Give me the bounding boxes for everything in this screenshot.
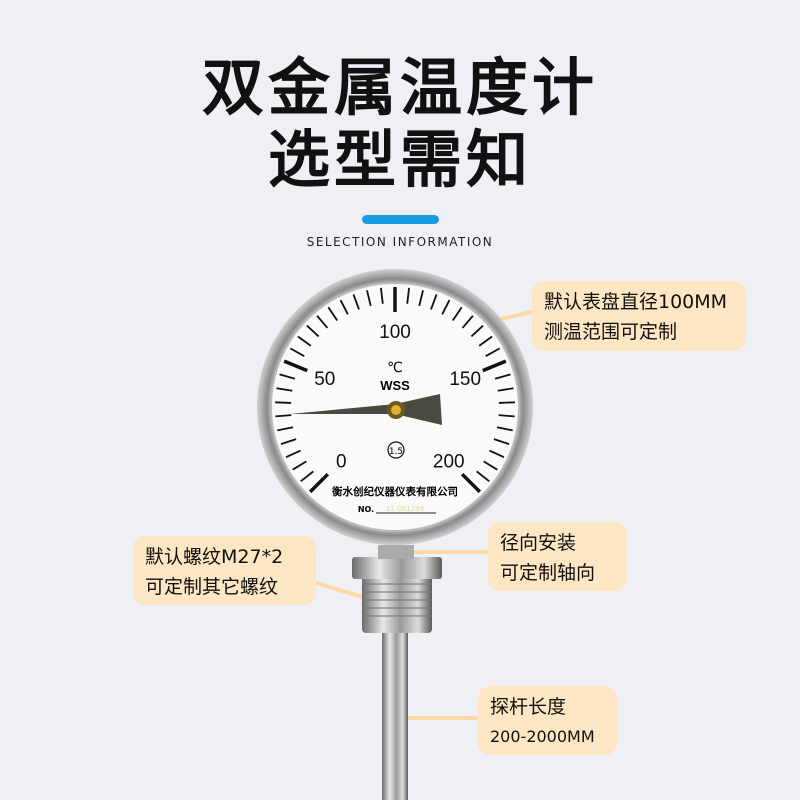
minor-tick xyxy=(478,335,493,347)
major-tick xyxy=(482,359,507,373)
scale-label: 150 xyxy=(449,369,481,390)
major-tick xyxy=(283,359,308,373)
minor-tick xyxy=(497,387,514,392)
callout-dial-size: 默认表盘直径100MM 测温范围可定制 xyxy=(532,281,746,351)
minor-tick xyxy=(494,373,511,380)
serial-label: NO. xyxy=(358,505,374,514)
minor-tick xyxy=(285,449,301,459)
minor-tick xyxy=(452,306,463,322)
minor-tick xyxy=(297,335,312,347)
probe-stem xyxy=(382,630,408,800)
minor-tick xyxy=(483,460,498,471)
model-label: WSS xyxy=(380,378,410,393)
minor-tick xyxy=(498,401,515,404)
thread xyxy=(362,575,432,633)
unit-label: ℃ xyxy=(387,360,403,376)
hex-nut xyxy=(352,557,442,579)
major-tick xyxy=(460,472,482,494)
minor-tick xyxy=(406,287,410,304)
minor-tick xyxy=(352,294,360,310)
callout-text: 默认表盘直径100MM xyxy=(544,291,728,313)
minor-tick xyxy=(493,438,510,445)
scale-label: 100 xyxy=(379,322,411,343)
minor-tick xyxy=(418,290,424,307)
scale-label: 50 xyxy=(314,369,335,390)
minor-tick xyxy=(430,294,438,310)
accuracy-label: 1.5 xyxy=(389,447,403,457)
minor-tick xyxy=(485,347,501,357)
minor-tick xyxy=(300,470,314,482)
minor-tick xyxy=(276,387,293,392)
minor-tick xyxy=(316,315,329,329)
minor-tick xyxy=(470,324,484,338)
callout-text: 默认螺纹M27*2 xyxy=(145,546,284,568)
minor-tick xyxy=(289,347,305,357)
minor-tick xyxy=(476,470,490,482)
callout-text: 探杆长度 xyxy=(490,696,567,718)
accent-bar xyxy=(362,215,439,224)
callout-text: 可定制其它螺纹 xyxy=(145,576,279,598)
dial-ticks xyxy=(275,287,515,494)
minor-tick xyxy=(339,299,349,315)
minor-tick xyxy=(292,460,307,471)
callout-text: 可定制轴向 xyxy=(500,562,596,584)
major-tick xyxy=(308,472,330,494)
minor-tick xyxy=(275,414,292,418)
scale-label: 0 xyxy=(336,452,347,473)
accuracy-badge xyxy=(387,441,405,459)
minor-tick xyxy=(380,287,384,304)
minor-tick xyxy=(496,426,513,432)
title-line-2: 选型需知 xyxy=(267,123,532,196)
subtitle: SELECTION INFORMATION xyxy=(306,235,494,249)
callout-text: 200-2000MM xyxy=(490,727,595,746)
serial-number: 21-081299 xyxy=(386,505,424,513)
title-line-1: 双金属温度计 xyxy=(201,51,598,124)
scale-label: 200 xyxy=(433,452,465,473)
callout-thread: 默认螺纹M27*2 可定制其它螺纹 xyxy=(133,536,316,605)
callout-text: 径向安装 xyxy=(500,532,577,554)
minor-tick xyxy=(275,401,292,404)
callout-text: 测温范围可定制 xyxy=(544,321,678,343)
callout-probe-length: 探杆长度 200-2000MM xyxy=(478,686,617,755)
minor-tick xyxy=(277,426,294,432)
minor-tick xyxy=(498,414,515,418)
minor-tick xyxy=(280,438,297,445)
gauge-needle xyxy=(290,394,442,425)
minor-tick xyxy=(279,373,296,380)
minor-tick xyxy=(461,315,474,329)
callout-mounting: 径向安装 可定制轴向 xyxy=(488,522,627,591)
minor-tick xyxy=(441,299,451,315)
minor-tick xyxy=(366,290,372,307)
manufacturer-label: 衡水创纪仪器仪表有限公司 xyxy=(332,485,458,498)
minor-tick xyxy=(306,324,320,338)
minor-tick xyxy=(489,449,505,459)
minor-tick xyxy=(327,306,338,322)
